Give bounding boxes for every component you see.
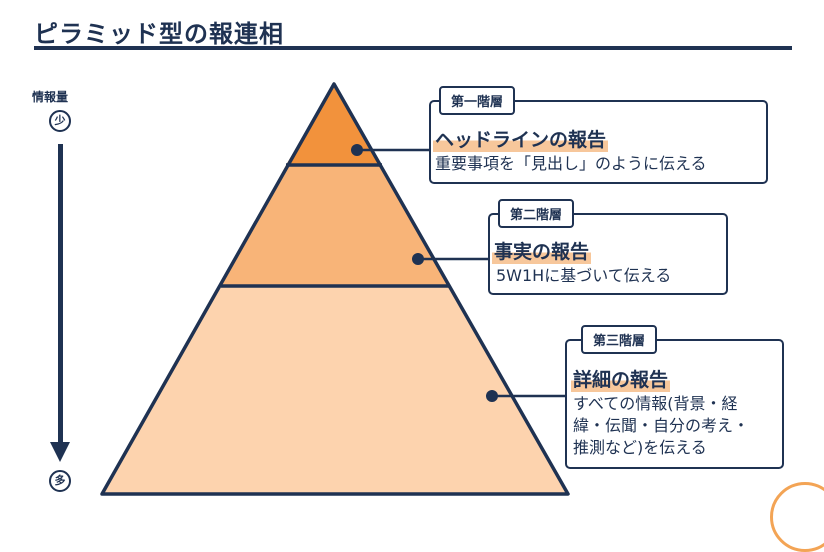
corner-decoration <box>770 482 824 552</box>
page-title: ピラミッド型の報連相 <box>34 20 284 48</box>
tier1-heading: ヘッドラインの報告 <box>433 125 609 152</box>
axis-arrow-shaft <box>58 144 63 444</box>
tier3-heading: 詳細の報告 <box>571 365 671 392</box>
tier3-dot <box>486 390 498 402</box>
tier2-callout: 第二階層 事実の報告 5W1Hに基づいて伝える <box>488 199 728 295</box>
tier2-dot <box>412 253 424 265</box>
tier3-description-line: 緯・伝聞・自分の考え・ <box>573 416 750 435</box>
pyramid-diagram <box>100 82 570 496</box>
tier2-description-line: 5W1Hに基づいて伝える <box>496 266 672 285</box>
tier3-layer <box>102 286 568 494</box>
axis-label: 情報量 <box>32 90 69 104</box>
tier3-callout: 第三階層 詳細の報告 すべての情報(背景・経 緯・伝聞・自分の考え・ 推測など)… <box>565 325 784 469</box>
tier1-description: 重要事項を「見出し」のように伝える <box>435 153 707 175</box>
tier2-heading-key: 事実 <box>494 241 533 263</box>
tier1-description-line: 重要事項を「見出し」のように伝える <box>435 154 707 173</box>
tier1-level-tag: 第一階層 <box>439 86 516 115</box>
tier2-heading: 事実の報告 <box>492 237 592 264</box>
pyramid-outline <box>100 82 570 496</box>
tier1-heading-suffix: の報告 <box>549 129 607 151</box>
tier3-heading-suffix: の報告 <box>611 369 669 391</box>
tier1-heading-key: ヘッドライン <box>435 129 550 151</box>
tier2-layer <box>221 165 449 286</box>
tier3-description-line: すべての情報(背景・経 <box>573 394 738 413</box>
tier2-heading-suffix: の報告 <box>532 241 590 263</box>
tier3-level-tag: 第三階層 <box>581 325 658 354</box>
tier3-description: すべての情報(背景・経 緯・伝聞・自分の考え・ 推測など)を伝える <box>573 393 749 459</box>
tier2-description: 5W1Hに基づいて伝える <box>496 265 671 287</box>
tier1-dot <box>351 144 363 156</box>
tier3-heading-key: 詳細 <box>573 369 612 391</box>
arrow-down-icon <box>50 442 70 462</box>
tier1-callout: 第一階層 ヘッドラインの報告 重要事項を「見出し」のように伝える <box>429 86 768 184</box>
axis-bottom-marker: 多 <box>49 470 71 492</box>
tier3-description-line: 推測など)を伝える <box>573 438 707 457</box>
title-underline <box>34 46 792 50</box>
tier1-layer <box>286 84 382 165</box>
tier2-level-tag: 第二階層 <box>498 199 575 228</box>
axis-top-marker: 少 <box>49 110 71 132</box>
